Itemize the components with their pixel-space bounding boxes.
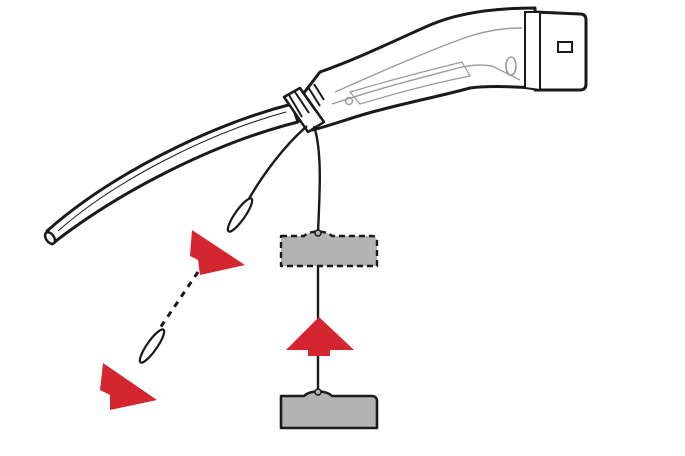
protective-cap-icon [279, 229, 379, 268]
cable-inner-line [57, 111, 287, 232]
cap-dashed-outline [279, 230, 379, 268]
tether-loop-upper [226, 197, 254, 233]
strain-ring-1 [288, 94, 303, 118]
strain-ring-4 [307, 86, 321, 107]
cap-dashed-knob [314, 229, 322, 237]
grip-lower-line [331, 64, 521, 105]
strain-ring-5 [313, 83, 325, 101]
strain-ring-2 [294, 91, 310, 114]
tether-loop-lower [138, 328, 166, 364]
tether-to-loop [244, 125, 308, 205]
connector-collar [524, 11, 541, 92]
protective-cap-icon [279, 388, 379, 430]
cable-outline [45, 102, 300, 246]
arrow-upper-left-red [190, 230, 245, 275]
arrow-lower-left-red [100, 363, 157, 410]
grip-dot [344, 96, 354, 106]
ev-charging-connector-icon [282, 6, 588, 134]
tether-dashed-segment [158, 271, 200, 329]
arrow-up-red [286, 317, 354, 356]
connector-slot-icon [557, 41, 573, 53]
latch-button-icon [505, 56, 517, 76]
cap-solid-outline [279, 390, 379, 430]
grip-recess [348, 61, 471, 105]
strain-ring-3 [300, 89, 316, 111]
grip-outline [334, 27, 523, 93]
direction-arrow-icon [100, 230, 354, 410]
charging-cable-icon [43, 102, 300, 246]
cable-end-cut [43, 230, 57, 246]
cap-solid-knob [314, 388, 322, 396]
strain-relief [282, 86, 326, 134]
connector-body [298, 6, 537, 132]
tether-to-dashed-cap [312, 125, 321, 233]
